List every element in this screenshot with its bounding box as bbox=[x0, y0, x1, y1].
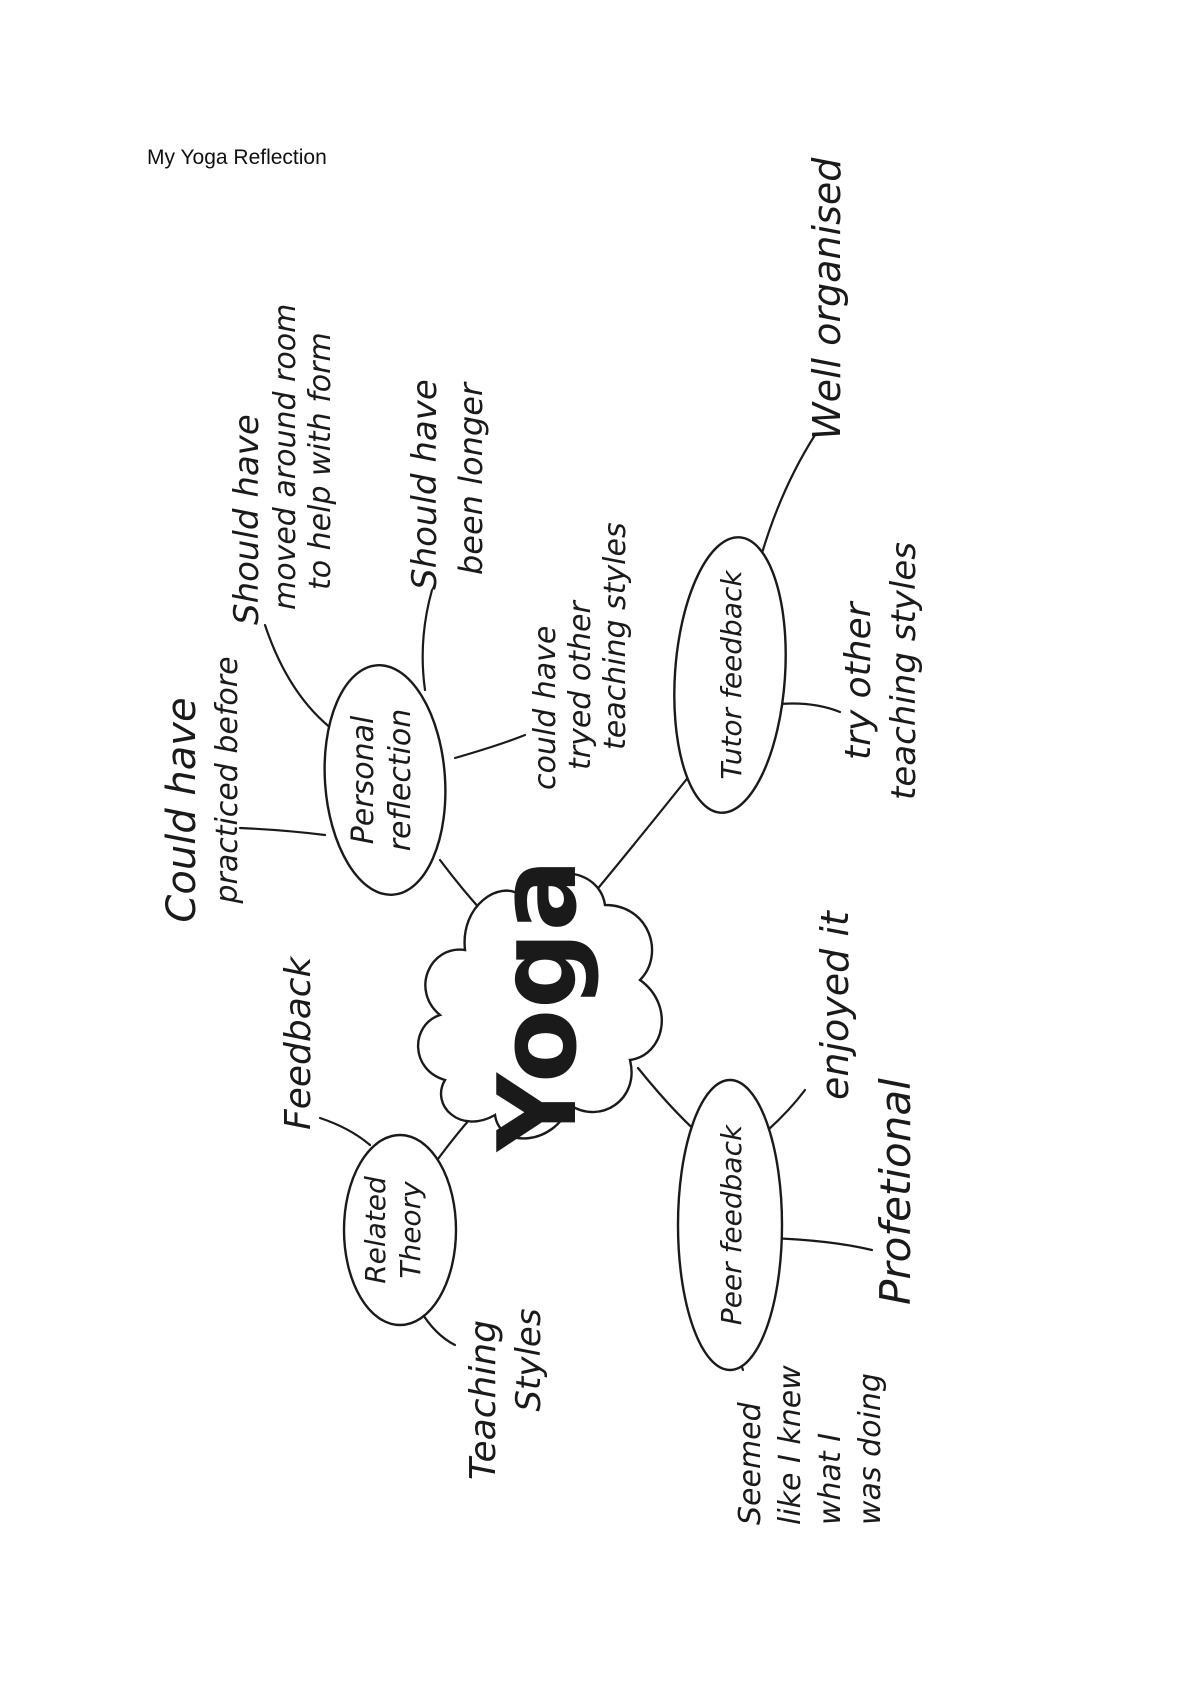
branch-peer-feedback: Peer feedback bbox=[676, 1078, 784, 1372]
peer-feedback-label: Peer feedback bbox=[715, 1123, 748, 1325]
connector-profetional bbox=[766, 1236, 874, 1252]
related-theory-label-2: Theory bbox=[394, 1181, 427, 1279]
svg-text:been longer: been longer bbox=[452, 381, 490, 575]
svg-text:to help with form: to help with form bbox=[303, 332, 338, 590]
connector-well-organised bbox=[758, 433, 817, 562]
center-label: Yoga bbox=[476, 859, 601, 1154]
leaf-profetional: Profetional bbox=[871, 1078, 920, 1305]
svg-text:what I: what I bbox=[813, 1433, 848, 1525]
personal-reflection-bubble bbox=[323, 664, 447, 896]
personal-reflection-label-1: Personal bbox=[346, 715, 381, 844]
svg-text:Should have: Should have bbox=[227, 414, 267, 625]
personal-reflection-label-2: reflection bbox=[383, 709, 418, 852]
branch-related-theory: Related Theory bbox=[342, 1133, 458, 1327]
connector-practiced bbox=[238, 826, 327, 837]
connector-tryed-other bbox=[453, 733, 527, 760]
leaf-been-longer: Should have been longer bbox=[405, 379, 490, 590]
leaf-moved-around-room: Should have moved around room to help wi… bbox=[227, 304, 338, 625]
svg-text:enjoyed it: enjoyed it bbox=[813, 909, 857, 1100]
svg-text:try other: try other bbox=[838, 600, 879, 760]
svg-text:teaching styles: teaching styles bbox=[598, 522, 633, 750]
leaf-teaching-styles: Teaching Styles bbox=[463, 1308, 549, 1480]
svg-text:like I knew: like I knew bbox=[773, 1365, 808, 1525]
branch-tutor-feedback: Tutor feedback bbox=[673, 536, 787, 814]
svg-text:practiced before: practiced before bbox=[210, 656, 245, 904]
svg-text:Could have: Could have bbox=[159, 697, 205, 922]
svg-text:Feedback: Feedback bbox=[278, 954, 319, 1130]
connector-feedback bbox=[318, 1116, 372, 1147]
connector-moved-around bbox=[263, 623, 342, 737]
svg-text:teaching styles: teaching styles bbox=[884, 542, 924, 800]
leaf-feedback: Feedback bbox=[278, 954, 319, 1130]
related-theory-bubble bbox=[342, 1133, 458, 1327]
leaf-try-other-teaching: try other teaching styles bbox=[838, 542, 924, 800]
branch-personal-reflection: Personal reflection bbox=[323, 664, 447, 896]
svg-text:tryed other: tryed other bbox=[563, 600, 598, 770]
svg-text:Profetional: Profetional bbox=[871, 1078, 920, 1305]
leaf-seemed-like-i-knew: Seemed like I knew what I was doing bbox=[733, 1365, 888, 1525]
leaf-enjoyed-it: enjoyed it bbox=[813, 909, 857, 1100]
center-cloud: Yoga bbox=[416, 859, 663, 1154]
svg-text:was doing: was doing bbox=[853, 1373, 888, 1525]
page-title: My Yoga Reflection bbox=[147, 146, 327, 169]
svg-text:Styles: Styles bbox=[509, 1308, 549, 1411]
leaf-tryed-other: could have tryed other teaching styles bbox=[528, 522, 633, 790]
svg-text:Well organised: Well organised bbox=[805, 157, 849, 440]
svg-text:Seemed: Seemed bbox=[733, 1401, 768, 1525]
related-theory-label-1: Related bbox=[359, 1176, 392, 1284]
cloud-shape bbox=[416, 872, 663, 1140]
svg-text:moved around room: moved around room bbox=[268, 304, 303, 610]
peer-feedback-bubble bbox=[676, 1078, 784, 1372]
connector-enjoyed bbox=[766, 1088, 807, 1132]
connector-been-longer bbox=[421, 588, 434, 692]
leaf-well-organised: Well organised bbox=[805, 157, 849, 440]
tutor-feedback-bubble bbox=[673, 536, 787, 814]
tutor-feedback-label: Tutor feedback bbox=[715, 569, 748, 780]
svg-text:Teaching: Teaching bbox=[463, 1320, 504, 1480]
svg-text:could have: could have bbox=[528, 626, 563, 790]
leaf-practiced-before: Could have practiced before bbox=[159, 656, 245, 922]
svg-text:Should have: Should have bbox=[405, 379, 445, 590]
